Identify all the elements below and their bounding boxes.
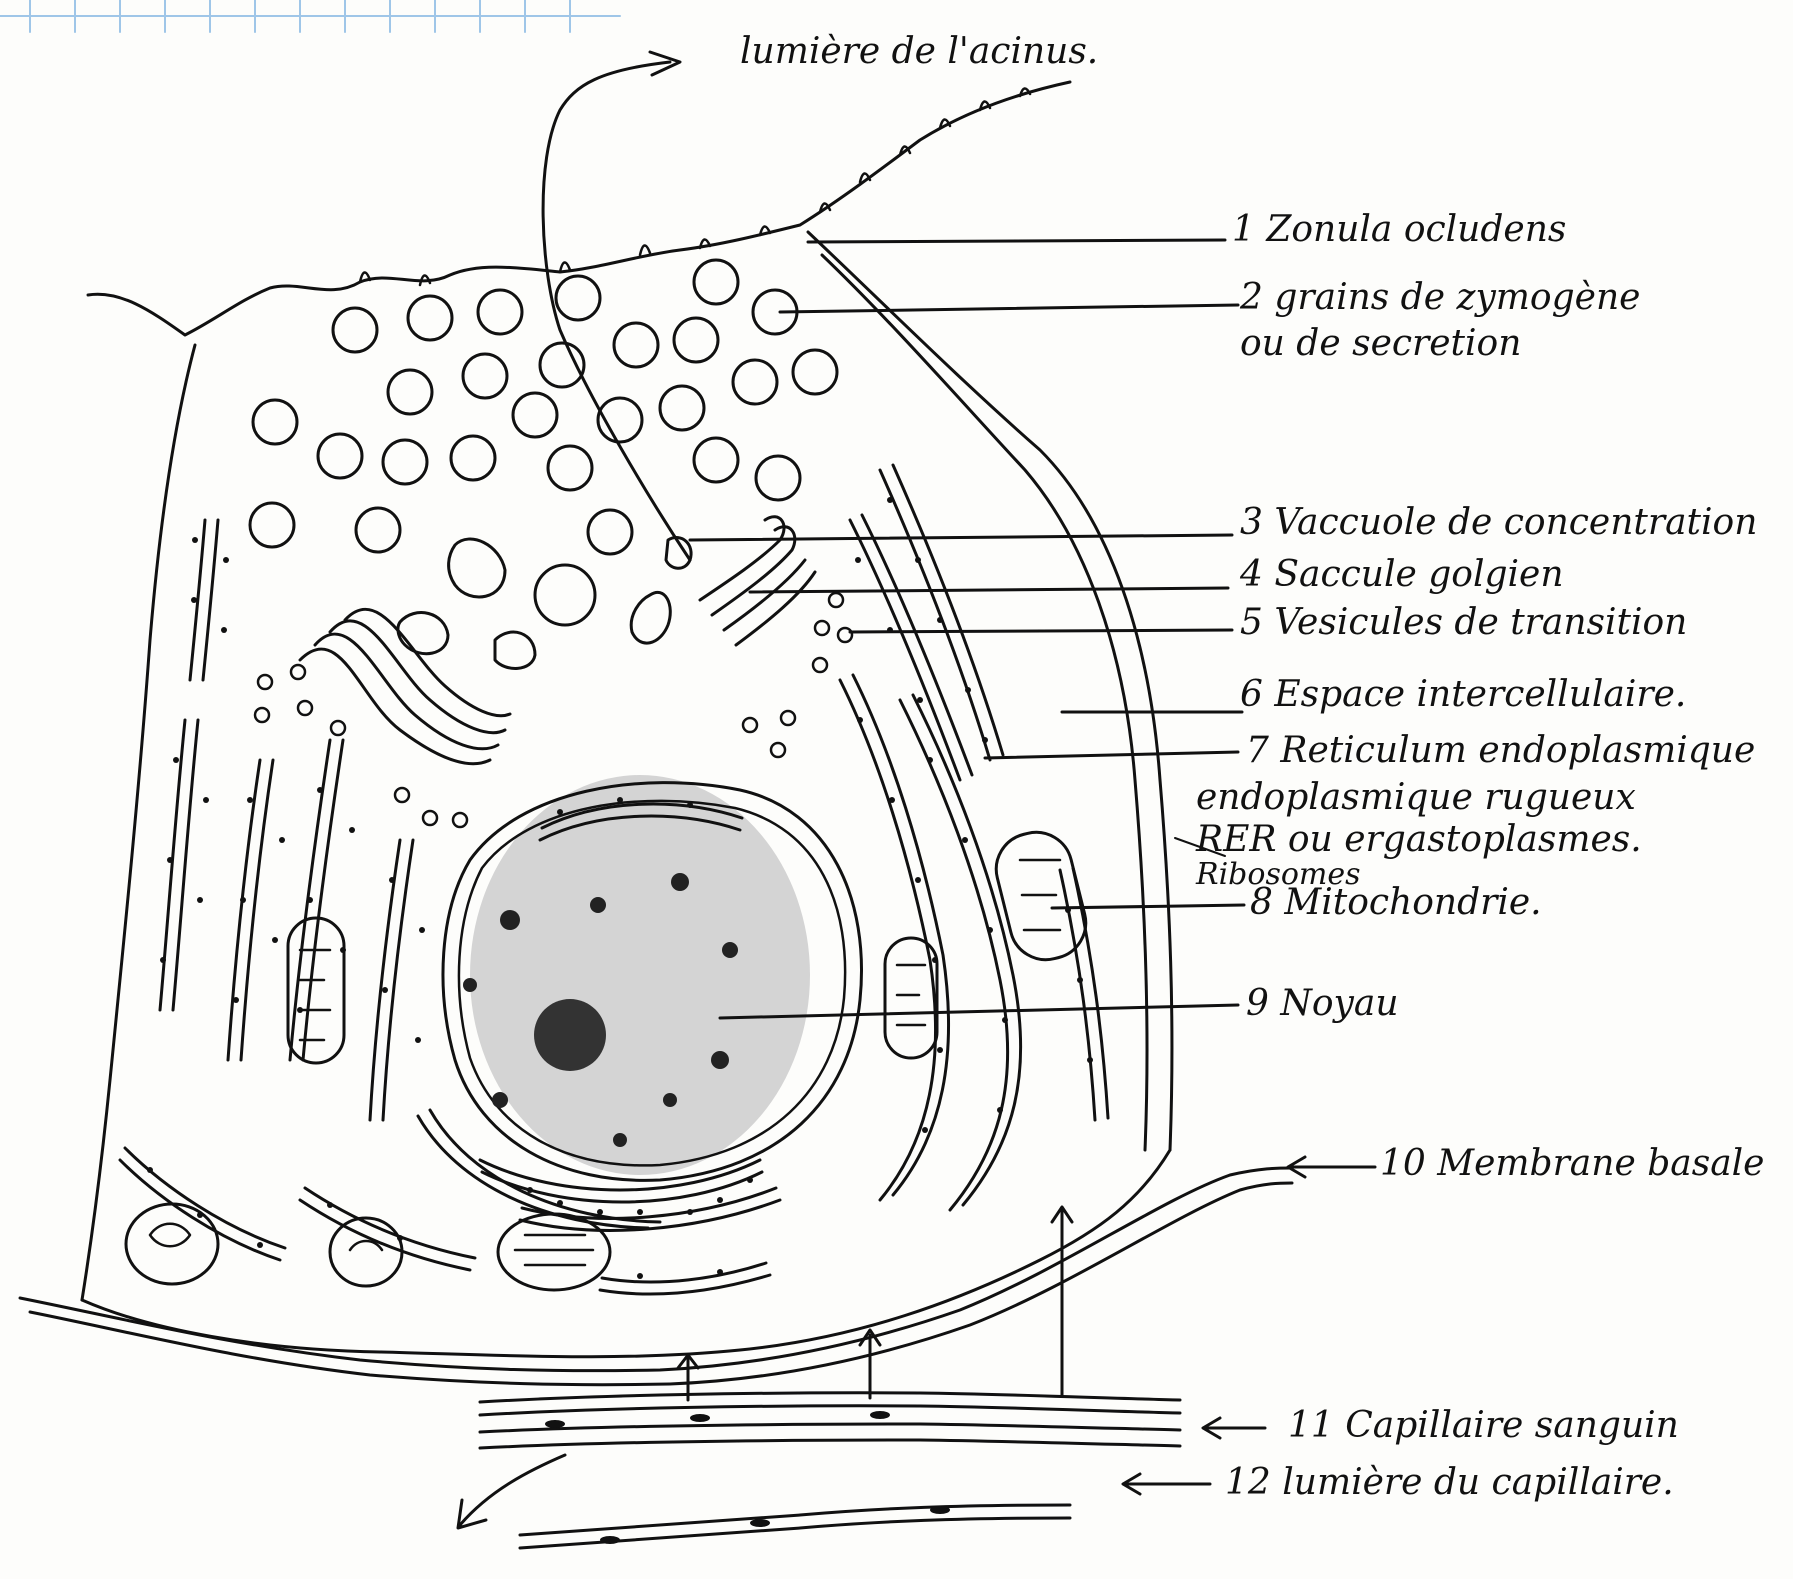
capillary-flow-arrow <box>458 1455 565 1528</box>
label-transition-vesicles: 5 Vesicules de transition <box>1240 605 1687 641</box>
golgi-saccules-left <box>300 609 510 763</box>
golgi-saccules-right <box>700 517 815 645</box>
label-secretion-granules: ou de secretion <box>1240 326 1521 362</box>
zymogen-granules <box>250 260 837 668</box>
label-blood-capillary: 11 Capillaire sanguin <box>1288 1408 1679 1444</box>
microvilli <box>360 88 1030 285</box>
label-rer-line2: endoplasmique rugueux <box>1196 780 1636 816</box>
label-nucleus: 9 Noyau <box>1246 986 1399 1022</box>
transition-vesicles <box>255 593 852 827</box>
apical-membrane <box>88 82 1070 335</box>
nutrient-uptake-arrows <box>678 1207 1072 1400</box>
secretion-path-arrow <box>543 62 690 560</box>
cell-membrane-left <box>82 345 195 1300</box>
capillary-wall <box>480 1393 1180 1548</box>
label-concentration-vacuole: 3 Vaccuole de concentration <box>1240 505 1757 541</box>
label-basal-membrane: 10 Membrane basale <box>1380 1146 1764 1182</box>
nucleus-chromatin-area <box>470 775 810 1175</box>
label-rer-line1: 7 Reticulum endoplasmique <box>1246 733 1755 769</box>
label-capillary-lumen: 12 lumière du capillaire. <box>1225 1465 1674 1501</box>
label-acinus-lumen: lumière de l'acinus. <box>740 34 1098 70</box>
label-intercellular-space: 6 Espace intercellulaire. <box>1240 677 1686 713</box>
label-mitochondria: 8 Mitochondrie. <box>1250 885 1542 921</box>
label-zonula-occludens: 1 Zonula ocludens <box>1232 212 1566 248</box>
capillary-nuclei <box>545 1411 950 1544</box>
label-golgi-saccule: 4 Saccule golgien <box>1240 557 1564 593</box>
nucleolus <box>534 999 606 1071</box>
label-zymogen-granules: 2 grains de zymogène <box>1240 280 1640 316</box>
label-rer-line3: RER ou ergastoplasmes. <box>1196 822 1642 858</box>
graph-paper-grid <box>0 0 620 32</box>
